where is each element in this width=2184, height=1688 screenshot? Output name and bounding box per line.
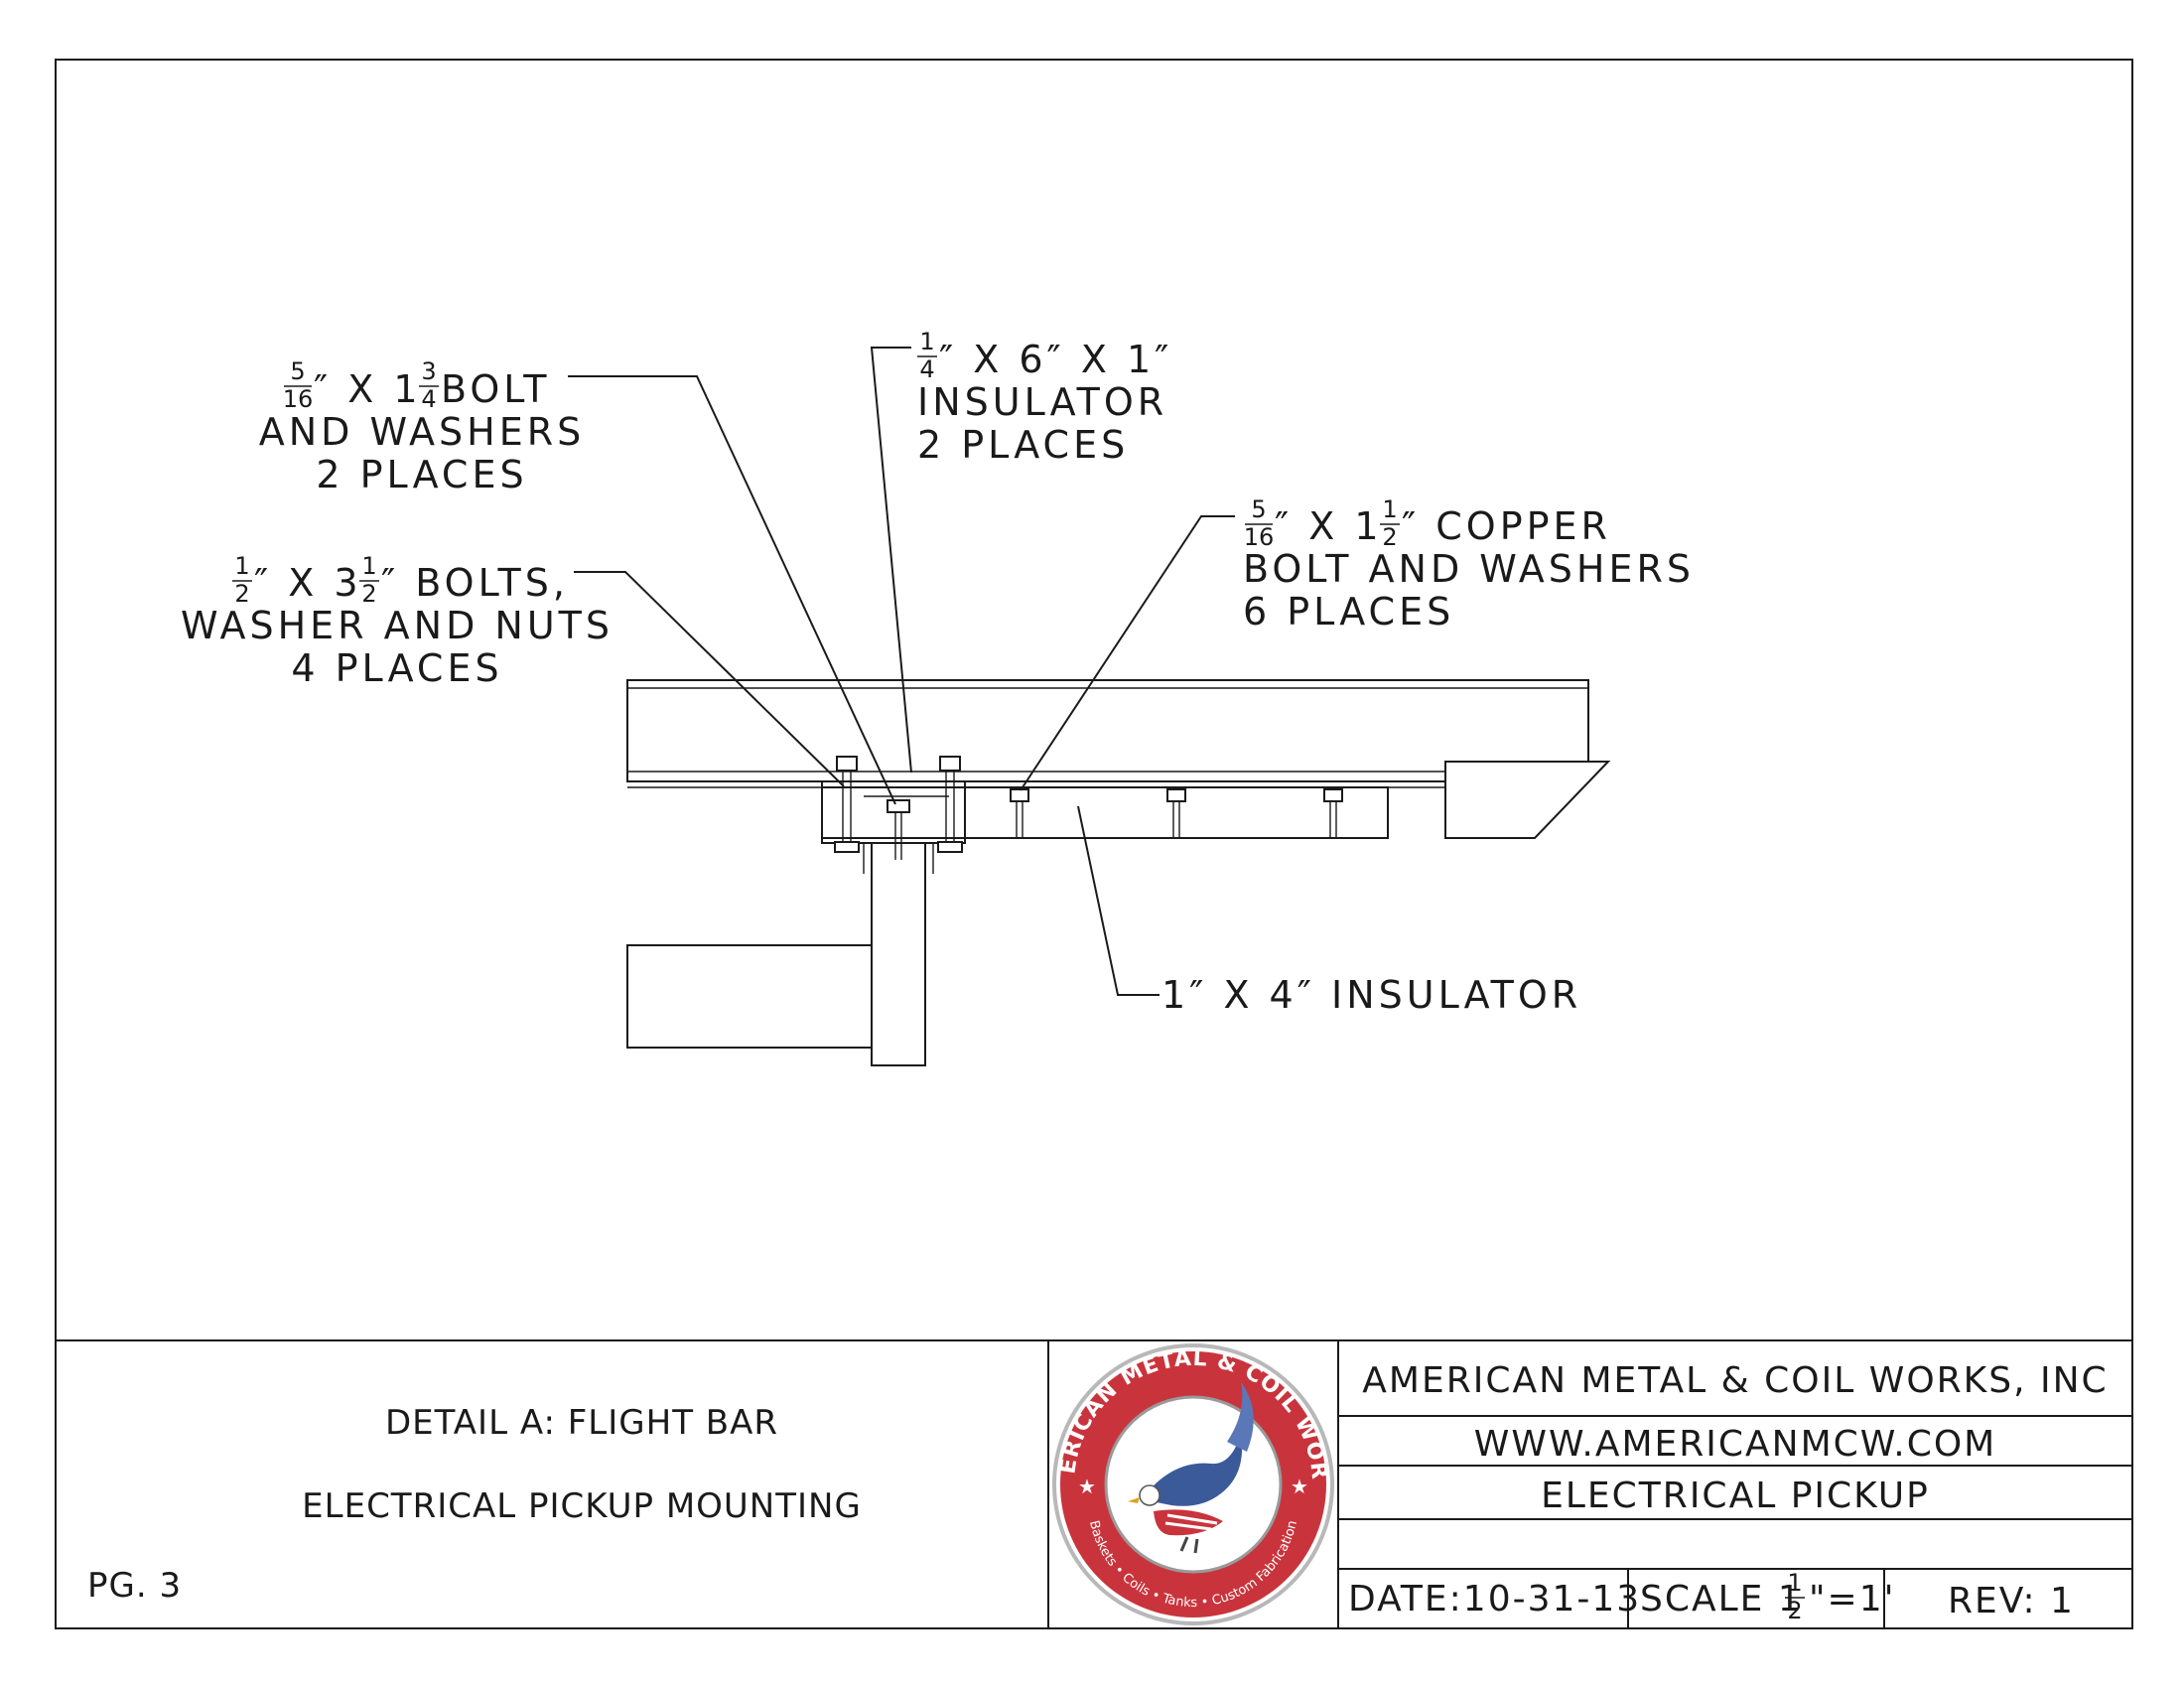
page-number: PG. 3 (87, 1566, 182, 1606)
fraction-numerator: 5 (1251, 495, 1266, 523)
fraction-denominator: 4 (421, 385, 436, 413)
company-logo: AMERICAN METAL & COIL WORKS Baskets • Co… (0, 0, 1334, 1625)
callout-text: ″ X 1 (314, 367, 422, 411)
copper-bolt (1166, 788, 1186, 838)
company-website: WWW.AMERICANMCW.COM (1474, 1424, 1997, 1465)
drawing-title: ELECTRICAL PICKUP (1541, 1476, 1930, 1516)
callout-bolts-12: 1 2 ″ X 3 1 2 ″ BOLTS, WASHER AND NUTS 4… (181, 552, 614, 690)
fraction-denominator: 2 (1382, 523, 1397, 551)
callout-insulator-bottom: 1″ X 4″ INSULATOR (1161, 973, 1581, 1017)
half-inch-bolt (937, 756, 963, 853)
star-icon: ★ (1078, 1475, 1096, 1498)
fraction-numerator: 1 (234, 552, 249, 580)
drawing-scale: SCALE 1 (1640, 1579, 1803, 1619)
detail-subtitle: ELECTRICAL PICKUP MOUNTING (302, 1486, 862, 1526)
callout-bolt-516: 5 16 ″ X 1 3 4 BOLT AND WASHERS 2 PLACES (259, 357, 585, 496)
leader-bolts-12 (574, 571, 845, 787)
callout-insulator-top: 1 4 ″ X 6″ X 1″ INSULATOR 2 PLACES (917, 328, 1172, 467)
eagle-icon (1128, 1382, 1254, 1554)
half-inch-bolt (834, 756, 860, 853)
callout-text: BOLT (441, 367, 550, 411)
pickup-shoe (1444, 761, 1611, 839)
fraction-numerator: 5 (290, 357, 305, 385)
callout-text: 4 PLACES (291, 646, 502, 690)
fraction-denominator: 2 (361, 580, 376, 608)
copper-bolt (1010, 788, 1029, 838)
five-sixteenth-bolt (887, 799, 910, 860)
callout-text: ″ X 3 (254, 561, 362, 605)
leader-copper (1020, 515, 1235, 791)
fraction-numerator: 1 (919, 328, 934, 355)
fraction-denominator: 4 (919, 355, 934, 383)
detail-title: DETAIL A: FLIGHT BAR (385, 1403, 778, 1443)
flight-bar-beam (626, 679, 1589, 782)
fraction-numerator: 1 (1787, 1569, 1802, 1597)
callout-copper: 5 16 ″ X 1 1 2 ″ COPPER BOLT AND WASHERS… (1243, 495, 1695, 633)
logo-ring-text: AMERICAN METAL & COIL WORKS (0, 0, 1331, 1481)
leader-bolt-516 (568, 375, 896, 805)
callout-text: ″ COPPER (1402, 504, 1611, 548)
lower-arm (626, 944, 873, 1049)
leader-insulator-bottom (1077, 805, 1160, 996)
callout-text: ″ X 1 (1275, 504, 1383, 548)
star-icon: ★ (1291, 1475, 1308, 1498)
callout-text: 2 PLACES (917, 423, 1129, 467)
company-name: AMERICAN METAL & COIL WORKS, INC (1362, 1360, 2108, 1401)
callout-text: WASHER AND NUTS (181, 604, 614, 647)
callout-text: INSULATOR (917, 380, 1167, 424)
callout-text: ″ X 6″ X 1″ (939, 338, 1172, 381)
fraction-numerator: 1 (1382, 495, 1397, 523)
copper-bolt (1323, 788, 1343, 838)
flight-bar-assembly (626, 679, 1611, 1066)
fraction-denominator: 16 (283, 385, 314, 413)
callout-text: ″ BOLTS, (381, 561, 569, 605)
fraction-denominator: 2 (234, 580, 249, 608)
logo-cell (1047, 1339, 1339, 1629)
callout-text: AND WASHERS (259, 410, 585, 454)
fraction-denominator: 16 (1244, 523, 1275, 551)
callout-text: 2 PLACES (316, 453, 527, 496)
drawing-revision: REV: 1 (1948, 1581, 2075, 1621)
callout-text: BOLT AND WASHERS (1243, 547, 1695, 591)
fraction-numerator: 1 (361, 552, 376, 580)
drawing-date: DATE:10-31-13 (1348, 1579, 1641, 1619)
callout-text: 6 PLACES (1243, 590, 1454, 633)
fraction-denominator: 2 (1787, 1597, 1802, 1624)
leader-insulator-top (870, 347, 912, 774)
drawing-scale-suffix: "=1' (1809, 1579, 1896, 1619)
fraction-numerator: 3 (421, 357, 436, 385)
hanger-plate (871, 842, 926, 1066)
